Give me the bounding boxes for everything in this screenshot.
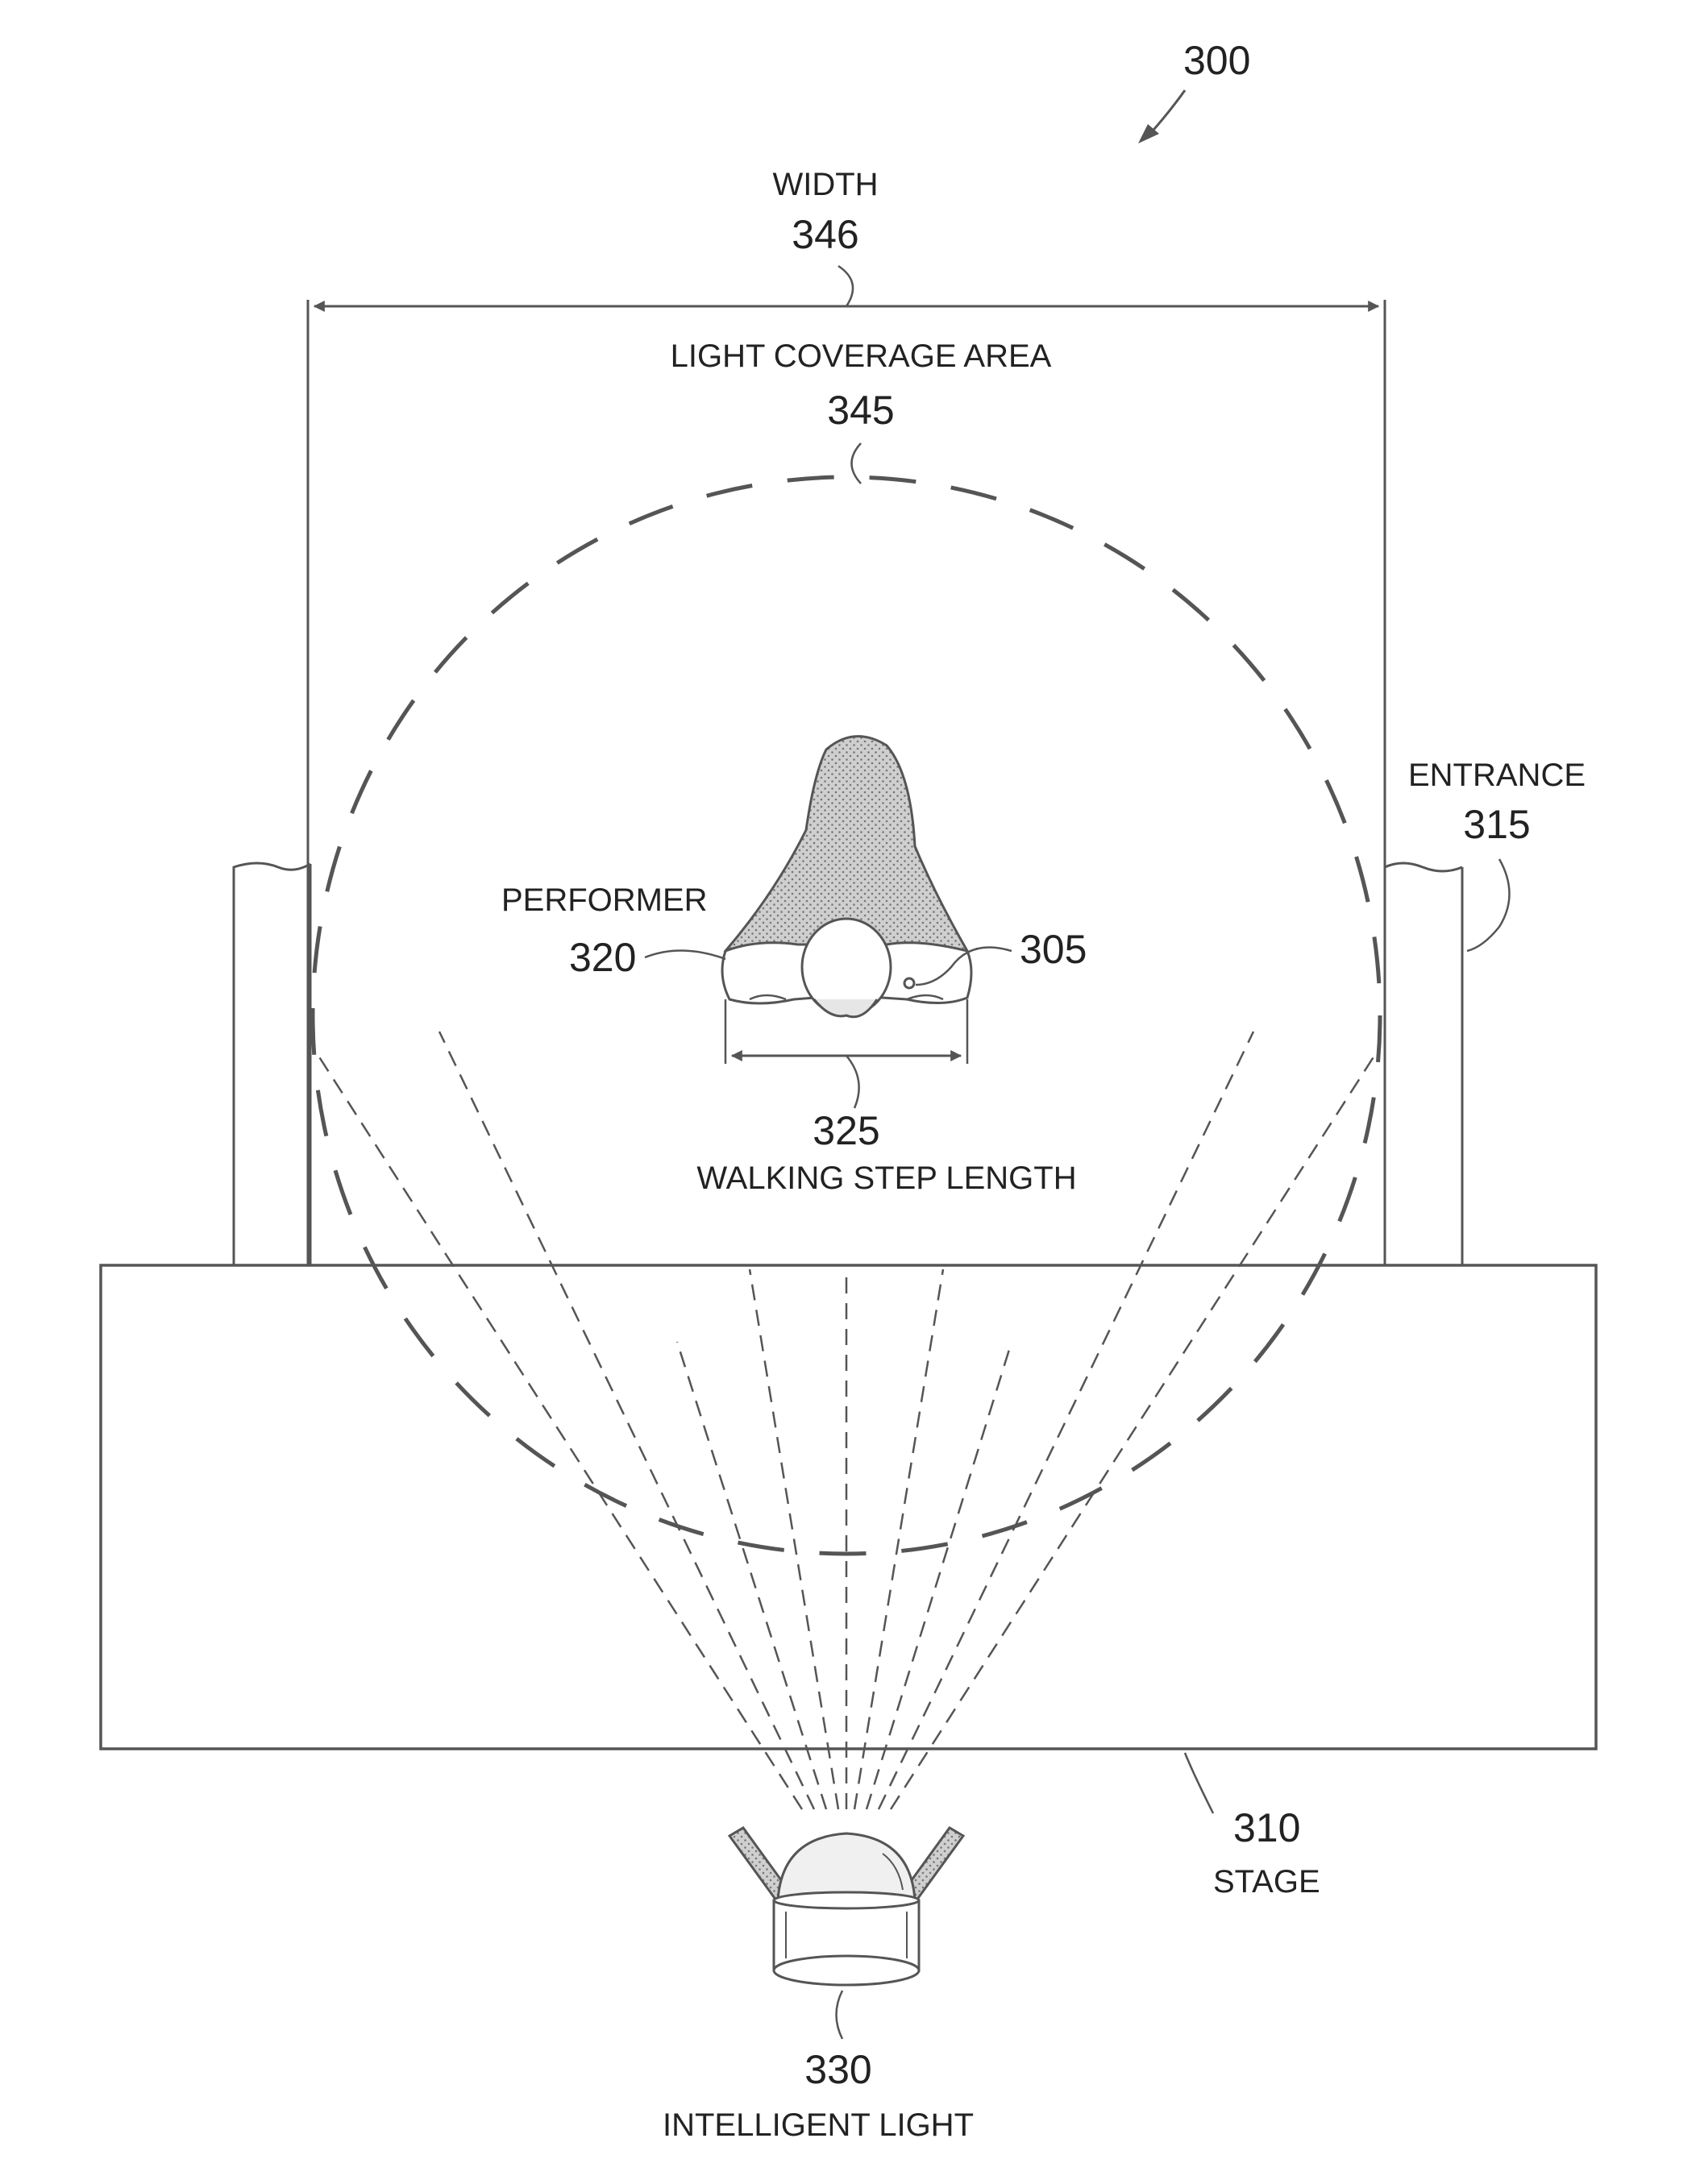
performer-label: PERFORMER (501, 882, 708, 918)
entrance-left (234, 863, 310, 1265)
width-leader-line (838, 266, 853, 306)
intelligent-light (729, 1828, 963, 1985)
entrance-label: ENTRANCE (1408, 758, 1586, 793)
entrance-right (1385, 863, 1462, 1265)
stage-ref-number: 310 (1233, 1805, 1300, 1850)
entrance-leader-line (1467, 859, 1510, 951)
coverage-leader-line (852, 443, 862, 484)
performer (722, 737, 971, 1017)
light-label: INTELLIGENT LIGHT (663, 2107, 974, 2143)
stage-label: STAGE (1213, 1864, 1320, 1900)
coverage-area-label: LIGHT COVERAGE AREA (671, 338, 1052, 374)
coverage-area-ref-number: 345 (827, 388, 894, 433)
light-leader-line (837, 1991, 843, 2039)
wearable-device (904, 978, 914, 988)
step-ref-number: 325 (813, 1108, 879, 1153)
step-leader-line (846, 1056, 859, 1108)
light-ref-number: 330 (804, 2047, 871, 2092)
figure-pointer-arrow (1138, 90, 1185, 143)
performer-leader-line (645, 950, 725, 959)
figure-number: 300 (1183, 38, 1250, 83)
entrance-ref-number: 315 (1463, 802, 1530, 847)
step-length-label: WALKING STEP LENGTH (696, 1161, 1076, 1196)
device-ref-number: 305 (1020, 927, 1087, 972)
width-ref-number: 346 (792, 212, 858, 257)
performer-ref-number: 320 (569, 935, 636, 980)
stage (101, 1265, 1596, 1749)
stage-leader-line (1185, 1753, 1213, 1813)
width-label: WIDTH (772, 167, 878, 202)
